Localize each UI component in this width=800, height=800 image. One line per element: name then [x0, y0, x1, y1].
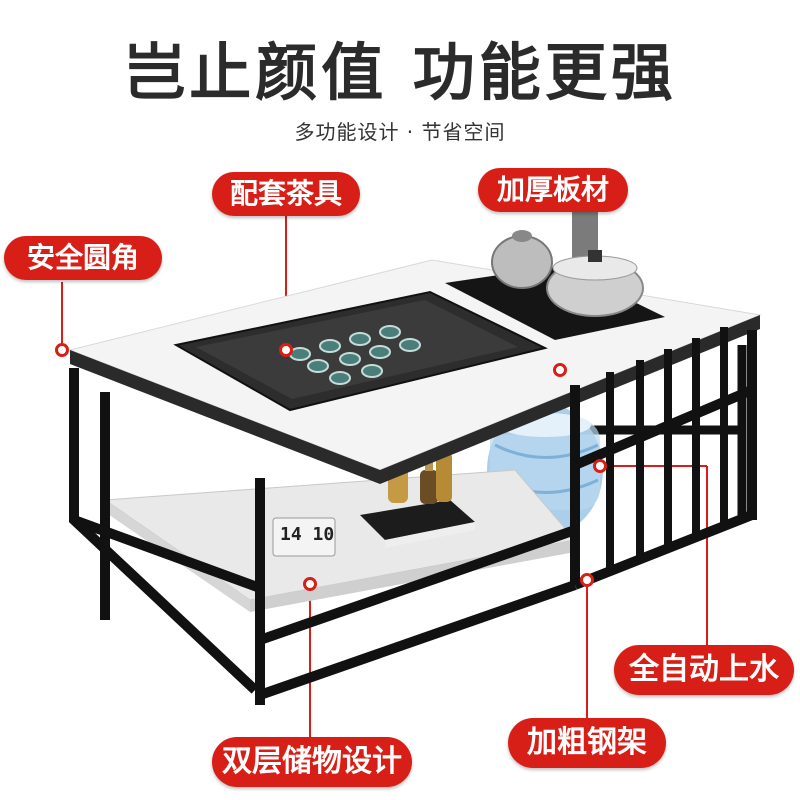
lower-shelf [103, 469, 576, 612]
headline: 岂止颜值 功能更强 [123, 36, 677, 109]
callout-steel-frame: 加粗钢架 [508, 718, 666, 768]
callout-round-corner: 安全圆角 [4, 236, 162, 280]
callout-lines [61, 212, 708, 740]
callout-storage: 双层储物设计 [212, 737, 412, 787]
callout-thick-board: 加厚板材 [478, 168, 628, 212]
callout-dot-round-corner [55, 343, 69, 357]
callout-dot-tea-set [279, 343, 293, 357]
clock-display: 14 10 [280, 524, 335, 545]
callout-dot-steel-frame [580, 573, 594, 587]
callout-auto-water: 全自动上水 [614, 645, 794, 695]
tea-tray [173, 290, 548, 412]
steel-frame [69, 330, 757, 705]
callout-dot-storage [303, 577, 317, 591]
subheadline: 多功能设计 · 节省空间 [294, 120, 506, 144]
shelf-decor [272, 452, 475, 557]
callout-tea-set: 配套茶具 [212, 172, 360, 216]
kettle-station [445, 205, 665, 340]
callout-dot-thick-board [553, 363, 567, 377]
callout-dot-auto-water [593, 459, 607, 473]
side-bars [606, 327, 728, 572]
